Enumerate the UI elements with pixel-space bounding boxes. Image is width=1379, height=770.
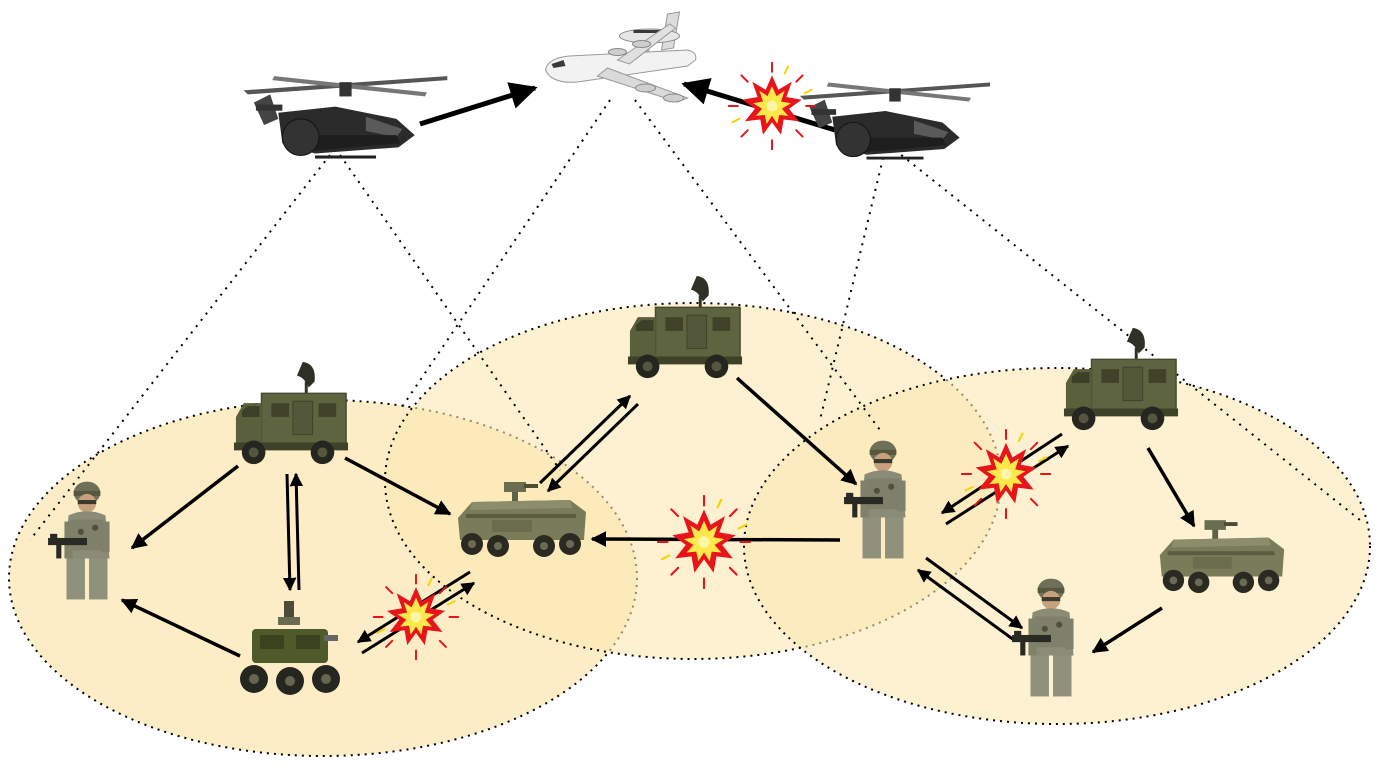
link-shelter-to-robot-down bbox=[282, 473, 297, 592]
link-shelter-center-to-soldier-center bbox=[735, 376, 858, 486]
jamming-burst-air bbox=[727, 61, 817, 151]
link-helo-left-to-awacs bbox=[419, 82, 538, 127]
right-cluster-coverage bbox=[743, 367, 1371, 725]
stealth-helicopter-left bbox=[243, 75, 448, 160]
link-shelter-left-to-apc-center bbox=[344, 456, 452, 516]
coverage-zones bbox=[8, 302, 1371, 757]
command-shelter-left bbox=[233, 361, 349, 465]
link-soldier-center-to-soldier-right bbox=[925, 556, 1024, 630]
link-apc-to-shelter-center bbox=[538, 394, 632, 485]
link-shelter-left-to-soldier-left bbox=[130, 464, 240, 550]
air-tier bbox=[243, 11, 990, 160]
uplink-helo-right-b bbox=[894, 149, 1361, 521]
uplink-helo-left-b bbox=[339, 154, 561, 471]
link-robot-to-soldier-left bbox=[120, 598, 241, 658]
link-apc-right-to-soldier-right bbox=[1091, 606, 1163, 654]
link-shelter-center-to-apc bbox=[546, 402, 640, 493]
command-shelter-right bbox=[1063, 327, 1179, 431]
link-robot-to-shelter-up bbox=[289, 472, 304, 591]
awacs-aircraft bbox=[544, 11, 697, 103]
stealth-helicopter-right bbox=[800, 82, 990, 160]
link-shelter-right-to-apc-right bbox=[1146, 447, 1196, 528]
uplink-helo-left-a bbox=[29, 154, 331, 541]
command-shelter-center bbox=[627, 275, 743, 379]
uplink-awacs-a bbox=[399, 99, 611, 411]
uplink-lines bbox=[29, 99, 1361, 541]
link-soldier-right-to-soldier-center bbox=[916, 568, 1015, 642]
